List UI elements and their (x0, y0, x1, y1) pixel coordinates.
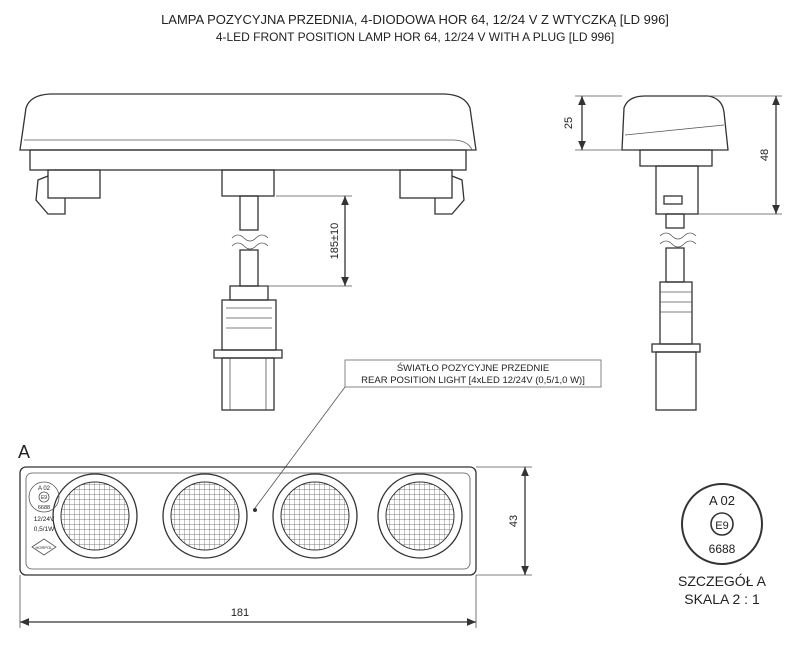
svg-text:6688: 6688 (709, 542, 736, 556)
detail-dimensions: 43 181 (19, 466, 532, 628)
cable-length-label: 185±10 (329, 223, 341, 260)
scale-caption: SKALA 2 : 1 (684, 591, 760, 607)
title-polish: LAMPA POZYCYJNA PRZEDNIA, 4-DIODOWA HOR … (161, 12, 669, 27)
led-lenses (52, 473, 463, 559)
svg-text:A 02: A 02 (709, 493, 735, 508)
svg-text:12/24V: 12/24V (34, 516, 55, 523)
detail-marker: A (18, 442, 30, 462)
callout: ŚWIATŁO POZYCYJNE PRZEDNIE REAR POSITION… (253, 359, 602, 512)
svg-text:A 02: A 02 (38, 486, 51, 492)
svg-text:6688: 6688 (38, 505, 50, 511)
detail-caption: SZCZEGÓŁ A (678, 573, 767, 589)
detail-height-label: 43 (508, 515, 520, 527)
total-height-label: 48 (759, 149, 771, 161)
svg-text:E9: E9 (41, 495, 47, 501)
callout-polish: ŚWIATŁO POZYCYJNE PRZEDNIE (397, 362, 549, 374)
cable-length-dimension: 185±10 (260, 195, 352, 287)
lamp-markings: A 02 E9 6688 12/24V 0,5/1W HORPOL (28, 481, 60, 556)
title-english: 4-LED FRONT POSITION LAMP HOR 64, 12/24 … (216, 30, 614, 44)
svg-text:HORPOL: HORPOL (36, 545, 54, 550)
approval-badge: A 02 E9 6688 (681, 483, 763, 565)
detail-width-label: 181 (231, 607, 249, 619)
svg-text:0,5/1W: 0,5/1W (34, 526, 55, 533)
svg-text:E9: E9 (715, 520, 728, 532)
side-view (621, 95, 729, 411)
body-height-label: 25 (563, 117, 575, 129)
side-dimensions: 25 48 (563, 95, 782, 215)
detail-view: A 02 E9 6688 12/24V 0,5/1W HORPOL (19, 466, 477, 576)
callout-english: REAR POSITION LIGHT [4xLED 12/24V (0,5/1… (361, 375, 585, 386)
front-view (19, 93, 477, 411)
